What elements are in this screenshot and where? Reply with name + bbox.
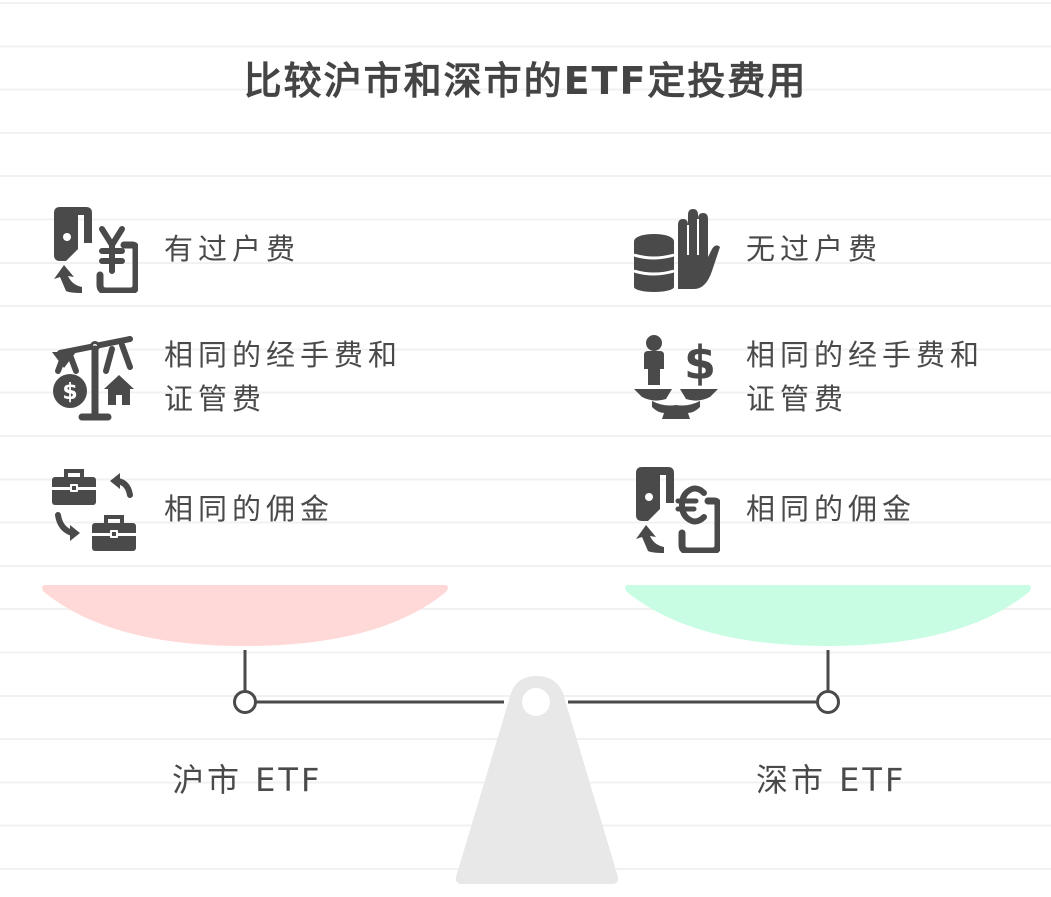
svg-text:$: $: [684, 336, 716, 390]
left-item-label: 有过户费: [164, 232, 301, 266]
left-item-label: 相同的佣金: [164, 492, 335, 526]
right-item-no-transfer-fee: 无过户费: [632, 205, 1006, 293]
svg-text:$: $: [62, 380, 77, 405]
coins-stop-hand-icon: [632, 205, 720, 293]
page-title: 比较沪市和深市的ETF定投费用: [243, 59, 808, 103]
yuan-transfer-icon: [50, 205, 138, 293]
right-etf-label: 深市 ETF: [756, 761, 907, 799]
right-item-label: 无过户费: [746, 232, 883, 266]
euro-transfer-icon: [632, 465, 720, 553]
left-item-transfer-fee: 有过户费: [50, 205, 424, 293]
left-item-commission: 相同的佣金: [50, 465, 424, 553]
scale-dollar-house-icon: $: [50, 333, 138, 421]
fulcrum: [455, 676, 619, 884]
right-item-label: 相同的佣金: [746, 492, 917, 526]
right-item-commission: 相同的佣金: [632, 465, 1006, 553]
right-item-handling-fee: $ 相同的经手费和证管费: [632, 333, 1006, 421]
left-etf-label: 沪市 ETF: [172, 761, 323, 799]
person-dollar-balance-icon: $: [632, 333, 720, 421]
left-item-label: 相同的经手费和证管费: [164, 338, 403, 416]
right-pan: [625, 585, 1031, 646]
briefcase-exchange-icon: [50, 465, 138, 553]
left-pan: [42, 585, 448, 646]
right-item-label: 相同的经手费和证管费: [746, 338, 985, 416]
left-item-handling-fee: $ 相同的经手费和证管费: [50, 333, 424, 421]
